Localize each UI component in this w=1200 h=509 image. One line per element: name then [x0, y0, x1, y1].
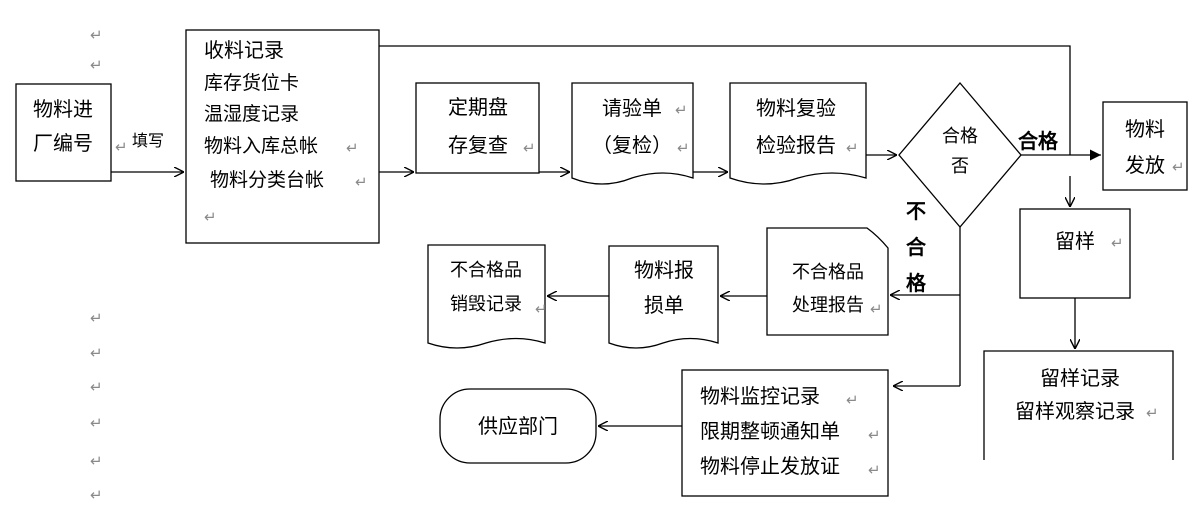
paragraph-mark-icon: ↵: [346, 139, 359, 157]
node-sample-records: 留样记录 留样观察记录: [983, 350, 1174, 460]
paragraph-mark-icon: ↵: [90, 452, 103, 470]
paragraph-mark-icon: ↵: [115, 138, 128, 156]
paragraph-mark-icon: ↵: [355, 173, 368, 191]
paragraph-mark-icon: ↵: [90, 378, 103, 396]
node-text-line: 定期盘: [448, 95, 508, 119]
node-text-line: 物料入库总帐: [204, 135, 318, 157]
node-inspection-request: 请验单 （复检）: [571, 82, 694, 185]
paragraph-mark-icon: ↵: [90, 344, 103, 362]
edge-bypass-line: [379, 45, 1071, 155]
node-text-line: 处理报告: [792, 295, 864, 316]
paragraph-mark-icon: ↵: [1172, 158, 1185, 176]
paragraph-mark-icon: ↵: [675, 101, 688, 119]
node-text-line: 不合格品: [450, 260, 522, 281]
edge-label-fill-in: 填写: [132, 131, 164, 150]
paragraph-mark-icon: ↵: [90, 26, 103, 44]
paragraph-mark-icon: ↵: [523, 139, 536, 157]
node-receiving-records: 收料记录 库存货位卡 温湿度记录 物料入库总帐 物料分类台帐: [185, 29, 380, 244]
node-supplier-department: 供应部门: [439, 388, 597, 464]
paragraph-mark-icon: ↵: [868, 461, 881, 479]
node-text-line: 合格: [942, 126, 978, 147]
node-text-line: 温湿度记录: [204, 103, 299, 125]
paragraph-mark-icon: ↵: [90, 309, 103, 327]
node-monitoring-records: 物料监控记录 限期整顿通知单 物料停止发放证: [681, 369, 889, 497]
paragraph-mark-icon: ↵: [90, 414, 103, 432]
node-text-line: 物料复验: [756, 96, 836, 120]
edge-label-not-qualified: 不: [906, 199, 926, 223]
node-text-line: 库存货位卡: [204, 72, 299, 94]
node-text-line: 物料停止发放证: [700, 454, 840, 478]
paragraph-mark-icon: ↵: [1111, 234, 1124, 252]
paragraph-mark-icon: ↵: [535, 300, 548, 318]
paragraph-marks-left: ↵ ↵ ↵ ↵ ↵ ↵ ↵ ↵: [90, 26, 103, 504]
paragraph-mark-icon: ↵: [846, 391, 859, 409]
node-text-line: 损单: [644, 293, 684, 317]
node-text-line: 销毁记录: [450, 294, 522, 315]
node-destruction-record: 不合格品 销毁记录: [427, 244, 546, 349]
paragraph-mark-icon: ↵: [677, 139, 690, 157]
node-qualified-decision: 合格 否: [898, 81, 1022, 229]
node-text-line: 否: [951, 156, 969, 177]
edge-labels: 填写 合格 不 合 格: [132, 129, 1059, 295]
paragraph-mark-icon: ↵: [90, 56, 103, 74]
node-text-line: 留样: [1055, 229, 1095, 253]
node-text-line: 物料监控记录: [700, 384, 820, 408]
node-text-line: 发放: [1125, 153, 1165, 177]
edges: [111, 45, 1101, 426]
node-periodic-inventory: 定期盘 存复查: [415, 82, 540, 174]
paragraph-mark-icon: ↵: [90, 486, 103, 504]
node-text-line: 物料: [1125, 117, 1165, 141]
node-text-line: 收料记录: [204, 38, 284, 62]
paragraph-mark-icon: ↵: [1146, 404, 1159, 422]
node-text-line: 存复查: [448, 133, 508, 157]
node-text-line: 请验单: [602, 96, 662, 120]
paragraph-mark-icon: ↵: [868, 426, 881, 444]
node-text-line: 留样观察记录: [1015, 399, 1135, 423]
paragraph-mark-icon: ↵: [204, 208, 217, 226]
paragraph-marks-inline: ↵ ↵ ↵ ↵ ↵ ↵ ↵ ↵ ↵ ↵ ↵ ↵ ↵ ↵ ↵ ↵: [115, 101, 1185, 479]
edge-label-qualified: 合格: [1018, 129, 1059, 153]
edge-label-not-qualified: 合: [906, 235, 927, 259]
edge-label-not-qualified: 格: [906, 271, 927, 295]
paragraph-mark-icon: ↵: [846, 139, 859, 157]
node-sample-retention: 留样: [1019, 208, 1131, 299]
node-text-line: 物料进: [33, 97, 93, 121]
node-recheck-report: 物料复验 检验报告: [729, 82, 867, 185]
node-text-line: 不合格品: [792, 262, 864, 283]
node-text-line: 供应部门: [478, 414, 558, 438]
node-text-line: 留样记录: [1040, 366, 1120, 390]
node-text-line: （复检）: [592, 133, 672, 157]
node-text-line: 检验报告: [756, 133, 836, 157]
node-material-release: 物料 发放: [1102, 101, 1188, 191]
node-text-line: 厂编号: [33, 131, 93, 155]
node-text-line: 限期整顿通知单: [700, 419, 840, 443]
node-text-line: 物料报: [634, 258, 694, 282]
node-scrap-form: 物料报 损单: [608, 245, 719, 349]
paragraph-mark-icon: ↵: [870, 300, 883, 318]
node-nonconforming-report: 不合格品 处理报告: [766, 227, 889, 336]
node-text-line: 物料分类台帐: [210, 169, 324, 191]
node-material-intake-number: 物料进 厂编号: [15, 83, 112, 182]
